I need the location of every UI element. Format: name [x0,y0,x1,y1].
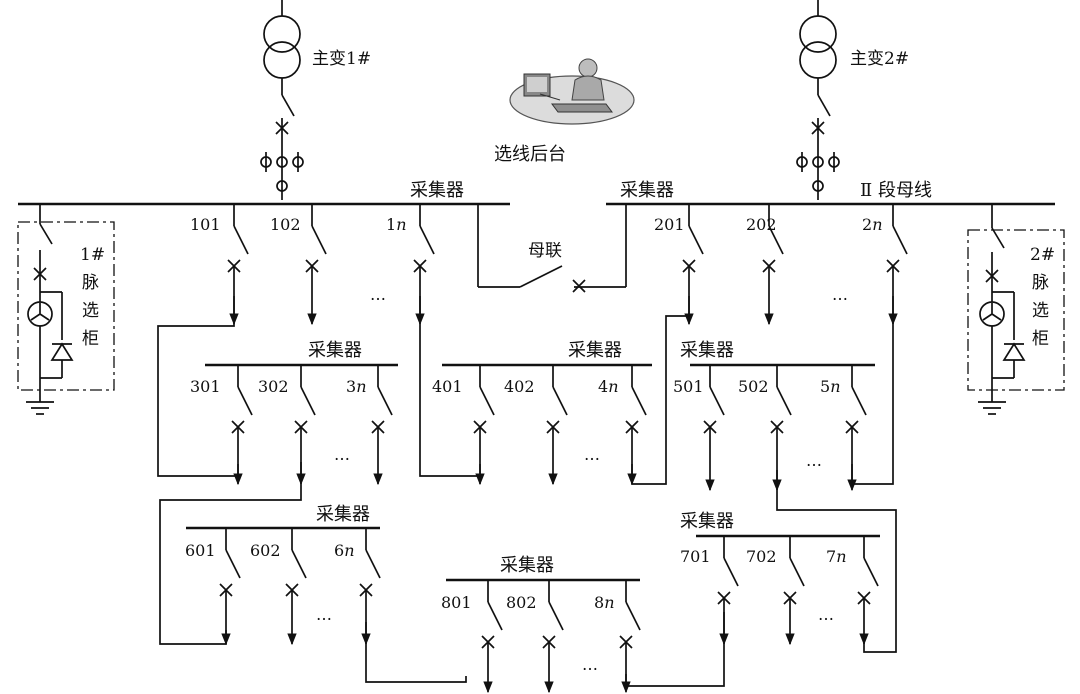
pulse-cabinet-1-line-3: 选 [82,301,99,321]
feeder-802: 802 [506,580,564,694]
feeder-label-5n: 5n [820,377,841,396]
pulse-cabinet-1-line-4: 柜 [82,329,99,349]
collector-5-label: 采集器 [680,340,734,361]
feeder-label-102: 102 [270,215,301,234]
collector-6-label: 采集器 [316,504,370,525]
feeder-801: 801 [441,580,503,694]
feeder-label-1n: 1n [386,215,407,234]
feeder-8n: 8n [594,580,641,694]
feeder-502: 502 [738,365,792,492]
bus-tie-label: 母联 [528,241,562,261]
subbus-4: 采集器 [442,340,652,367]
feeder-label-802: 802 [506,593,537,612]
subbus-7: 采集器 [680,511,880,538]
feeder-label-4n: 4n [598,377,619,396]
feeder-label-101: 101 [190,215,221,234]
feeder-ellipsis-g8: … [582,655,598,674]
feeder-label-3n: 3n [346,377,367,396]
feeder-label-6n: 6n [334,541,355,560]
feeder-label-401: 401 [432,377,463,396]
pulse-cabinet-2-line-1: 2# [1030,245,1055,265]
collector-3-label: 采集器 [308,340,362,361]
feeder-302: 302 [258,365,316,486]
feeder-402: 402 [504,365,568,486]
subbus-8: 采集器 [446,555,640,582]
feeder-5n: 5n [820,365,867,492]
bus2-label: Ⅱ 段母线 [860,180,932,201]
feeder-ellipsis-bus1: … [370,285,386,304]
feeder-602: 602 [250,528,307,646]
transformer-1-label: 主变1# [312,49,371,69]
feeder-601: 601 [185,528,241,646]
collector-8-label: 采集器 [500,555,554,576]
feeder-ellipsis-g3: … [334,445,350,464]
feeder-102: 102 [270,204,327,326]
operator-workstation-icon [509,58,635,125]
feeder-6n: 6n [334,528,381,646]
pulse-cabinet-2-line-2: 脉 [1032,273,1049,293]
feeder-4n: 4n [598,365,647,486]
feeder-201: 201 [654,204,704,326]
feeder-ellipsis-g5: … [806,451,822,470]
feeder-label-302: 302 [258,377,289,396]
feeder-label-801: 801 [441,593,472,612]
feeder-701: 701 [680,536,739,646]
feeder-ellipsis-g6: … [316,605,332,624]
feeder-label-601: 601 [185,541,216,560]
feeder-ellipsis-bus2: … [832,285,848,304]
feeder-label-7n: 7n [826,547,847,566]
feeder-label-2n: 2n [862,215,883,234]
feeder-1n: 1n [386,204,435,326]
feeder-401: 401 [432,365,495,486]
transformer-2-label: 主变2# [850,49,909,69]
pulse-cabinet-1-line-2: 脉 [82,273,99,293]
feeder-label-8n: 8n [594,593,615,612]
feeder-label-402: 402 [504,377,535,396]
feeder-101: 101 [190,204,249,326]
feeder-ellipsis-g7: … [818,605,834,624]
pulse-cabinet-2: 2# 脉 选 柜 [967,204,1065,415]
feeder-501: 501 [673,365,725,492]
transformer-1: 主变1# [260,0,371,200]
subbus-3: 采集器 [205,340,398,367]
subbus-6: 采集器 [186,504,380,530]
collector-4-label: 采集器 [568,340,622,361]
feeder-label-501: 501 [673,377,704,396]
feeder-label-701: 701 [680,547,711,566]
feeder-label-702: 702 [746,547,777,566]
feeder-label-202: 202 [746,215,777,234]
feeder-301: 301 [190,365,253,486]
feeder-202: 202 [746,204,784,326]
feeders: 101 102 1n … 201 202 2n … 301 302 3n … 401 402 4n … 501 5… [185,204,908,694]
cascade-lines [157,296,897,687]
feeder-label-201: 201 [654,215,685,234]
bus2-collector-label: 采集器 [620,180,674,201]
feeder-3n: 3n [346,365,393,486]
feeder-label-602: 602 [250,541,281,560]
pulse-cabinet-1: 1# 脉 选 柜 [17,204,115,415]
bus-tie: 母联 [477,204,627,293]
bus1-collector-label: 采集器 [410,180,464,201]
transformer-2: 主变2# [796,0,909,200]
feeder-label-502: 502 [738,377,769,396]
feeder-7n: 7n [826,536,879,646]
feeder-702: 702 [746,536,805,646]
feeder-2n: 2n [862,204,908,326]
pulse-cabinet-1-line-1: 1# [80,245,105,265]
pulse-cabinet-2-line-4: 柜 [1032,329,1049,349]
collector-7-label: 采集器 [680,511,734,532]
feeder-ellipsis-g4: … [584,445,600,464]
feeder-label-301: 301 [190,377,221,396]
subbus-5: 采集器 [680,340,875,367]
pulse-cabinet-2-line-3: 选 [1032,301,1049,321]
backend-label: 选线后台 [494,144,566,165]
